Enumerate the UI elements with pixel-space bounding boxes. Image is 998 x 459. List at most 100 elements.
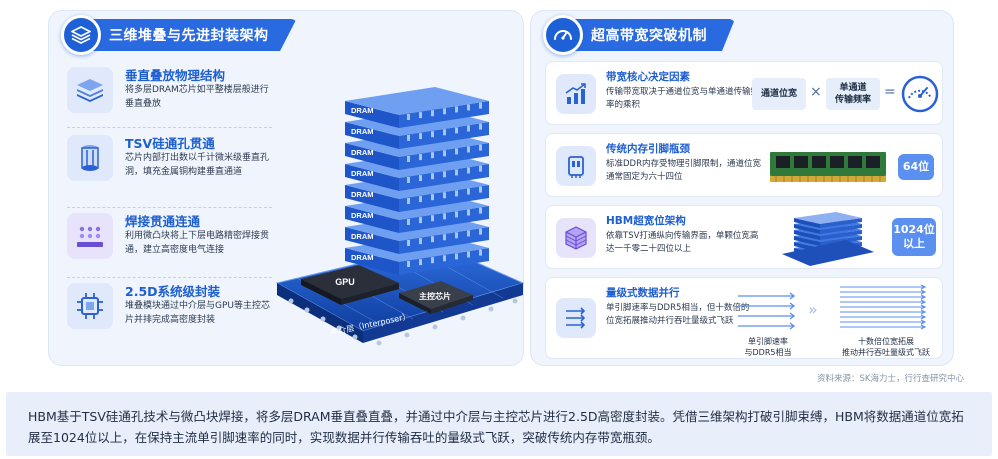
tsv-stud — [455, 148, 458, 155]
tsv-stud — [455, 106, 458, 113]
tsv-stud — [455, 169, 458, 176]
left-panel: 三维堆叠与先进封装架构 垂直叠放物理结构 将多层DRAM芯片如平整楼层般进行垂直… — [48, 10, 525, 366]
card-title: 量级式数据并行 — [606, 287, 680, 299]
tsv-stud — [407, 156, 410, 162]
stacked-layers-icon — [67, 67, 113, 113]
dram-layer-side — [399, 164, 489, 191]
parallel-arrows-icon — [556, 298, 596, 338]
dram-layer-front — [345, 122, 399, 149]
chip-package-icon — [67, 283, 113, 329]
chevron-right-icon: » — [808, 300, 818, 319]
dram-layer-label: DRAM — [351, 211, 374, 220]
left-panel-header: 三维堆叠与先进封装架构 — [61, 15, 297, 55]
tsv-stud — [479, 228, 482, 235]
parallel-arrow-head — [920, 294, 927, 300]
tsv-stud — [407, 240, 410, 246]
right-panel: 超高带宽突破机制 带宽核心决定因素 传输带宽取决于通道位宽与单通道传输频率的乘积… — [530, 10, 954, 366]
bar-chart-up-icon — [556, 74, 596, 114]
dram-layer-side — [399, 206, 489, 233]
tsv-stud — [467, 146, 470, 153]
feature-desc: 利用微凸块将上下层电路精密焊接贯通，建立高密度电气连接 — [125, 231, 270, 255]
tsv-stud — [431, 110, 434, 117]
tsv-stud — [419, 112, 422, 119]
mini-dram-layer — [794, 212, 862, 224]
mini-dram-layer-side — [820, 224, 862, 234]
left-panel-title: 三维堆叠与先进封装架构 — [91, 19, 297, 51]
cube-stack-icon — [556, 218, 596, 258]
feature-title: TSV硅通孔贯通 — [125, 136, 215, 151]
single-pin-caption: 单引脚速率 与DDR5相当 — [744, 337, 792, 357]
tsv-stud — [443, 108, 446, 115]
dram-layer-label: DRAM — [351, 253, 374, 262]
hbm-stack-mini-illustration — [778, 210, 878, 270]
tsv-stud — [467, 167, 470, 174]
equals-sign: = — [884, 84, 896, 100]
tsv-stud — [443, 150, 446, 157]
tsv-stud — [431, 215, 434, 222]
feature-title: 2.5D系统级封装 — [125, 284, 221, 299]
summary-text: HBM基于TSV硅通孔技术与微凸块焊接，将多层DRAM垂直叠直叠，并通过中介层与… — [6, 392, 992, 456]
dram-layer-side — [399, 248, 489, 275]
parallel-arrow-head — [920, 319, 927, 325]
tsv-stud — [407, 177, 410, 183]
hbm-width-badge: 1024位 以上 — [892, 218, 936, 256]
dram-layer-front — [345, 164, 399, 191]
tsv-stud — [467, 188, 470, 195]
tsv-stud — [419, 217, 422, 224]
feature-2-5d-package: 2.5D系统级封装 堆叠模块通过中介层与GPU等主控芯片并排完成高密度封装 — [67, 281, 270, 343]
parallel-arrow-head — [920, 314, 927, 320]
dram-layer-label: DRAM — [351, 148, 374, 157]
card-title: HBM超宽位架构 — [606, 215, 686, 227]
card-ddr-bottleneck: 传统内存引脚瓶颈 标准DDR内存受物理引脚限制，通道位宽通常固定为六十四位 64… — [545, 133, 943, 197]
tsv-stud — [479, 144, 482, 151]
card-hbm-wide: HBM超宽位架构 依靠TSV打通纵向传输界面，单颗位宽高达一千零二十四位以上 1… — [545, 205, 943, 269]
card-bandwidth-factors: 带宽核心决定因素 传输带宽取决于通道位宽与单通道传输频率的乘积 通道位宽 × 单… — [545, 61, 943, 125]
card-desc: 单引脚速率与DDR5相当，但十数倍的位宽拓展推动并行吞吐量级式飞跃 — [606, 303, 750, 326]
many-width-arrows — [838, 284, 930, 336]
divider — [67, 277, 272, 278]
tsv-stud — [443, 171, 446, 178]
tsv-stud — [467, 125, 470, 132]
right-panel-header: 超高带宽突破机制 — [543, 15, 735, 55]
feature-desc: 芯片内部打出数以千计微米级垂直孔洞，填充金属铜构建垂直通道 — [125, 153, 270, 177]
dram-layer-label: DRAM — [351, 169, 374, 178]
mini-dram-layer-front — [794, 236, 820, 246]
formula-channel-width: 通道位宽 — [752, 78, 806, 110]
tsv-pillar-icon — [67, 135, 113, 181]
dram-layer-top — [345, 87, 489, 115]
card-parallel-throughput: 量级式数据并行 单引脚速率与DDR5相当，但十数倍的位宽拓展推动并行吞吐量级式飞… — [545, 277, 943, 359]
tsv-stud — [407, 219, 410, 225]
tsv-stud — [419, 238, 422, 245]
mini-dram-layer-front — [794, 218, 820, 228]
formula-channel-frequency: 单通道 传输频率 — [826, 78, 880, 110]
mini-dram-layer-front — [794, 230, 820, 240]
mini-dram-layer-side — [820, 218, 862, 228]
mini-dram-layer-side — [820, 230, 862, 240]
tsv-stud — [467, 104, 470, 111]
tsv-stud — [419, 259, 422, 266]
memory-chip-icon — [556, 146, 596, 186]
dram-layer-label: DRAM — [351, 127, 374, 136]
tsv-stud — [419, 154, 422, 161]
feature-title: 焊接贯通连通 — [125, 214, 201, 229]
feature-desc: 将多层DRAM芯片如平整楼层般进行垂直叠放 — [125, 85, 269, 109]
tsv-stud — [419, 133, 422, 140]
parallel-arrow-head — [920, 289, 927, 295]
parallel-arrow-head — [920, 299, 927, 305]
tsv-stud — [479, 207, 482, 214]
tsv-stud — [407, 114, 410, 120]
dram-layer-side — [399, 122, 489, 149]
tsv-stud — [479, 186, 482, 193]
tsv-stud — [455, 190, 458, 197]
feature-title: 垂直叠放物理结构 — [125, 68, 226, 83]
card-desc: 传输带宽取决于通道位宽与单通道传输频率的乘积 — [606, 87, 760, 110]
tsv-stud — [479, 249, 482, 256]
dram-layer-side — [399, 185, 489, 212]
tsv-stud — [443, 129, 446, 136]
dram-layer-label: DRAM — [351, 232, 374, 241]
hbm-stack-illustration: GPU 主控芯片 中介层（Interposer） DRAMDRAMDRAMDRA… — [275, 87, 525, 346]
tsv-stud — [443, 213, 446, 220]
feature-micro-bump: 焊接贯通连通 利用微凸块将上下层电路精密焊接贯通，建立高密度电气连接 — [67, 211, 269, 273]
dram-layer-label: DRAM — [351, 106, 374, 115]
